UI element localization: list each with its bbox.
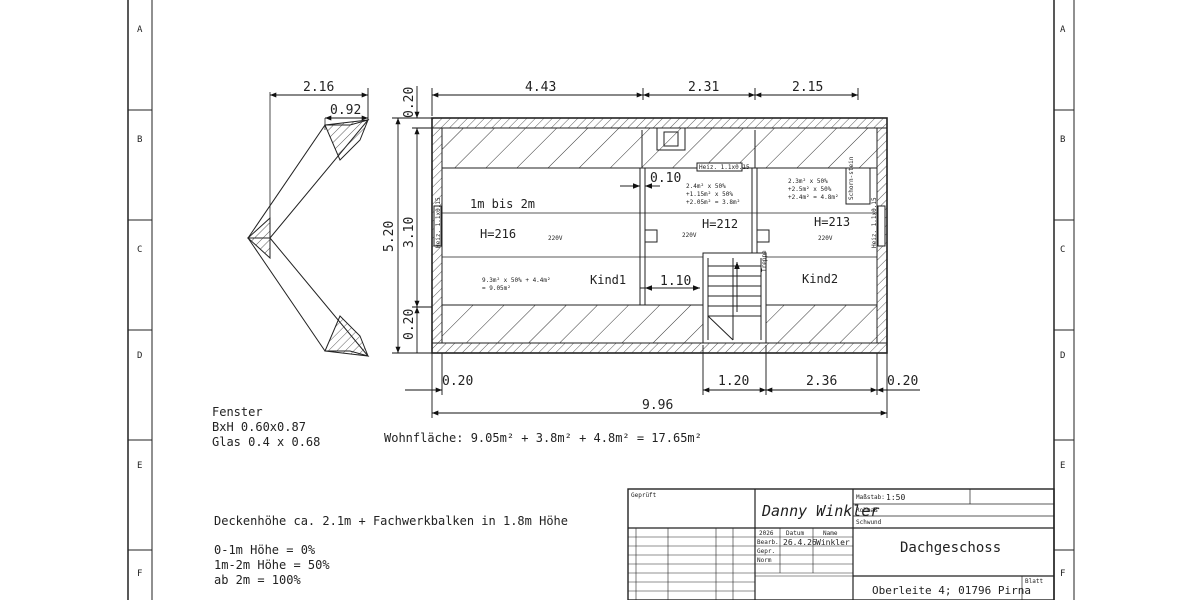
room-height-left: H=216 (480, 227, 516, 241)
living-area-summary: Wohnfläche: 9.05m² + 3.8m² + 4.8m² = 17.… (384, 431, 702, 445)
window-size: BxH 0.60x0.87 (212, 420, 306, 434)
area-calc-middle-1: 2.4m² x 50% (686, 183, 726, 190)
frame-letter: A (137, 25, 143, 35)
author-value: Winkler (816, 538, 850, 547)
frame-letter: D (137, 351, 142, 361)
frame-letter: D (1060, 351, 1065, 361)
area-calc-middle-2: +1.15m² x 50% (686, 191, 733, 198)
drawing-title: Dachgeschoss (900, 540, 1001, 556)
area-rule-3: ab 2m = 100% (214, 573, 301, 587)
outlet-label-right: 220V (818, 235, 833, 242)
area-calc-right-2: +2.5m² x 50% (788, 186, 832, 193)
room-name-kind2: Kind2 (802, 272, 838, 286)
roof-section (247, 92, 370, 357)
dim-total-depth: 5.20 (382, 221, 397, 252)
dim-bottom-wall: 0.20 (402, 309, 417, 340)
dim-right-wall: 0.20 (887, 374, 918, 389)
dim-room-right-width: 2.15 (792, 80, 823, 95)
floor-plan (431, 117, 888, 354)
schwund-label: Schwund (856, 519, 882, 526)
dimension-lines-top (270, 88, 859, 121)
frame-letter: B (1060, 135, 1065, 145)
window-glass: Glas 0.4 x 0.68 (212, 435, 320, 449)
frame-letter: C (1060, 245, 1065, 255)
room-height-middle: H=212 (702, 217, 738, 231)
frame-letter: E (137, 461, 142, 471)
frame-letter: A (1060, 25, 1066, 35)
date-value: 26.4.26 (783, 538, 817, 547)
frame-letters-right: A B C D E F (1060, 25, 1066, 579)
outlet-label-left: 220V (548, 235, 563, 242)
height-band-label: 1m bis 2m (470, 197, 535, 211)
area-calc-left-1: 9.3m² x 50% + 4.4m² (482, 277, 551, 284)
title-block (627, 488, 1055, 600)
frame-letter: F (137, 569, 142, 579)
norm-label: Norm (757, 557, 772, 564)
scale-value: 1:50 (886, 493, 905, 502)
dim-room-left-width: 4.43 (525, 80, 556, 95)
gepr-label: Gepr. (757, 548, 775, 555)
window-title: Fenster (212, 405, 263, 419)
area-calc-right-1: 2.3m² x 50% (788, 178, 828, 185)
sheet-label: Blatt (1025, 578, 1043, 585)
area-rule-2: 1m-2m Höhe = 50% (214, 558, 330, 572)
area-rule-1: 0-1m Höhe = 0% (214, 543, 316, 557)
dim-left-wall: 0.20 (442, 374, 473, 389)
drawing-frame (127, 0, 1075, 600)
chimney-label: Schorn-stein (848, 156, 855, 200)
outlet-label-middle: 220V (682, 232, 697, 239)
dim-inner-passage: 1.10 (660, 274, 691, 289)
heater-label-left: Heiz. 1.1x0.15 (435, 197, 442, 248)
dimension-lines-left (392, 86, 432, 354)
date-header: Datum (786, 530, 804, 537)
bearb-label: Bearb. (757, 539, 779, 546)
address: Oberleite 4; 01796 Pirna (872, 584, 1031, 597)
dim-roof-width: 2.16 (303, 80, 334, 95)
scale-label: Maßstab: (856, 494, 885, 501)
dim-top-wall: 0.20 (402, 87, 417, 118)
year-label: 2026 (759, 530, 774, 537)
dim-inner-depth: 3.10 (402, 217, 417, 248)
room-height-right: H=213 (814, 215, 850, 229)
frame-letter: C (137, 245, 142, 255)
dim-stairs-width: 1.20 (718, 374, 749, 389)
frame-letter: B (137, 135, 142, 145)
signature: Danny Winkler (761, 502, 879, 520)
dim-total-width: 9.96 (642, 398, 673, 413)
rohmass-label: Rohmaß (856, 507, 878, 514)
heater-label-right: Heiz. 1.1x0.15 (871, 197, 878, 248)
frame-letter: F (1060, 569, 1065, 579)
dim-right-room: 2.36 (806, 374, 837, 389)
heater-label-top: Heiz. 1.1x0.15 (699, 164, 750, 171)
ceiling-height-note: Deckenhöhe ca. 2.1m + Fachwerkbalken in … (214, 514, 568, 528)
frame-letter: E (1060, 461, 1065, 471)
geprueft-label: Geprüft (631, 492, 657, 499)
dim-inner-wall: 0.10 (650, 171, 681, 186)
room-name-kind1: Kind1 (590, 273, 626, 287)
area-calc-left-2: = 9.05m² (482, 285, 511, 292)
area-calc-right-3: +2.4m² = 4.8m² (788, 194, 839, 201)
area-calc-middle-3: +2.05m² = 3.8m² (686, 199, 740, 206)
frame-letters-left: A B C D E F (137, 25, 143, 579)
dim-room-middle-width: 2.31 (688, 80, 719, 95)
stairs-label: Treppe (761, 250, 768, 272)
name-header: Name (823, 530, 838, 537)
dim-roof-overhang: 0.92 (330, 103, 361, 118)
